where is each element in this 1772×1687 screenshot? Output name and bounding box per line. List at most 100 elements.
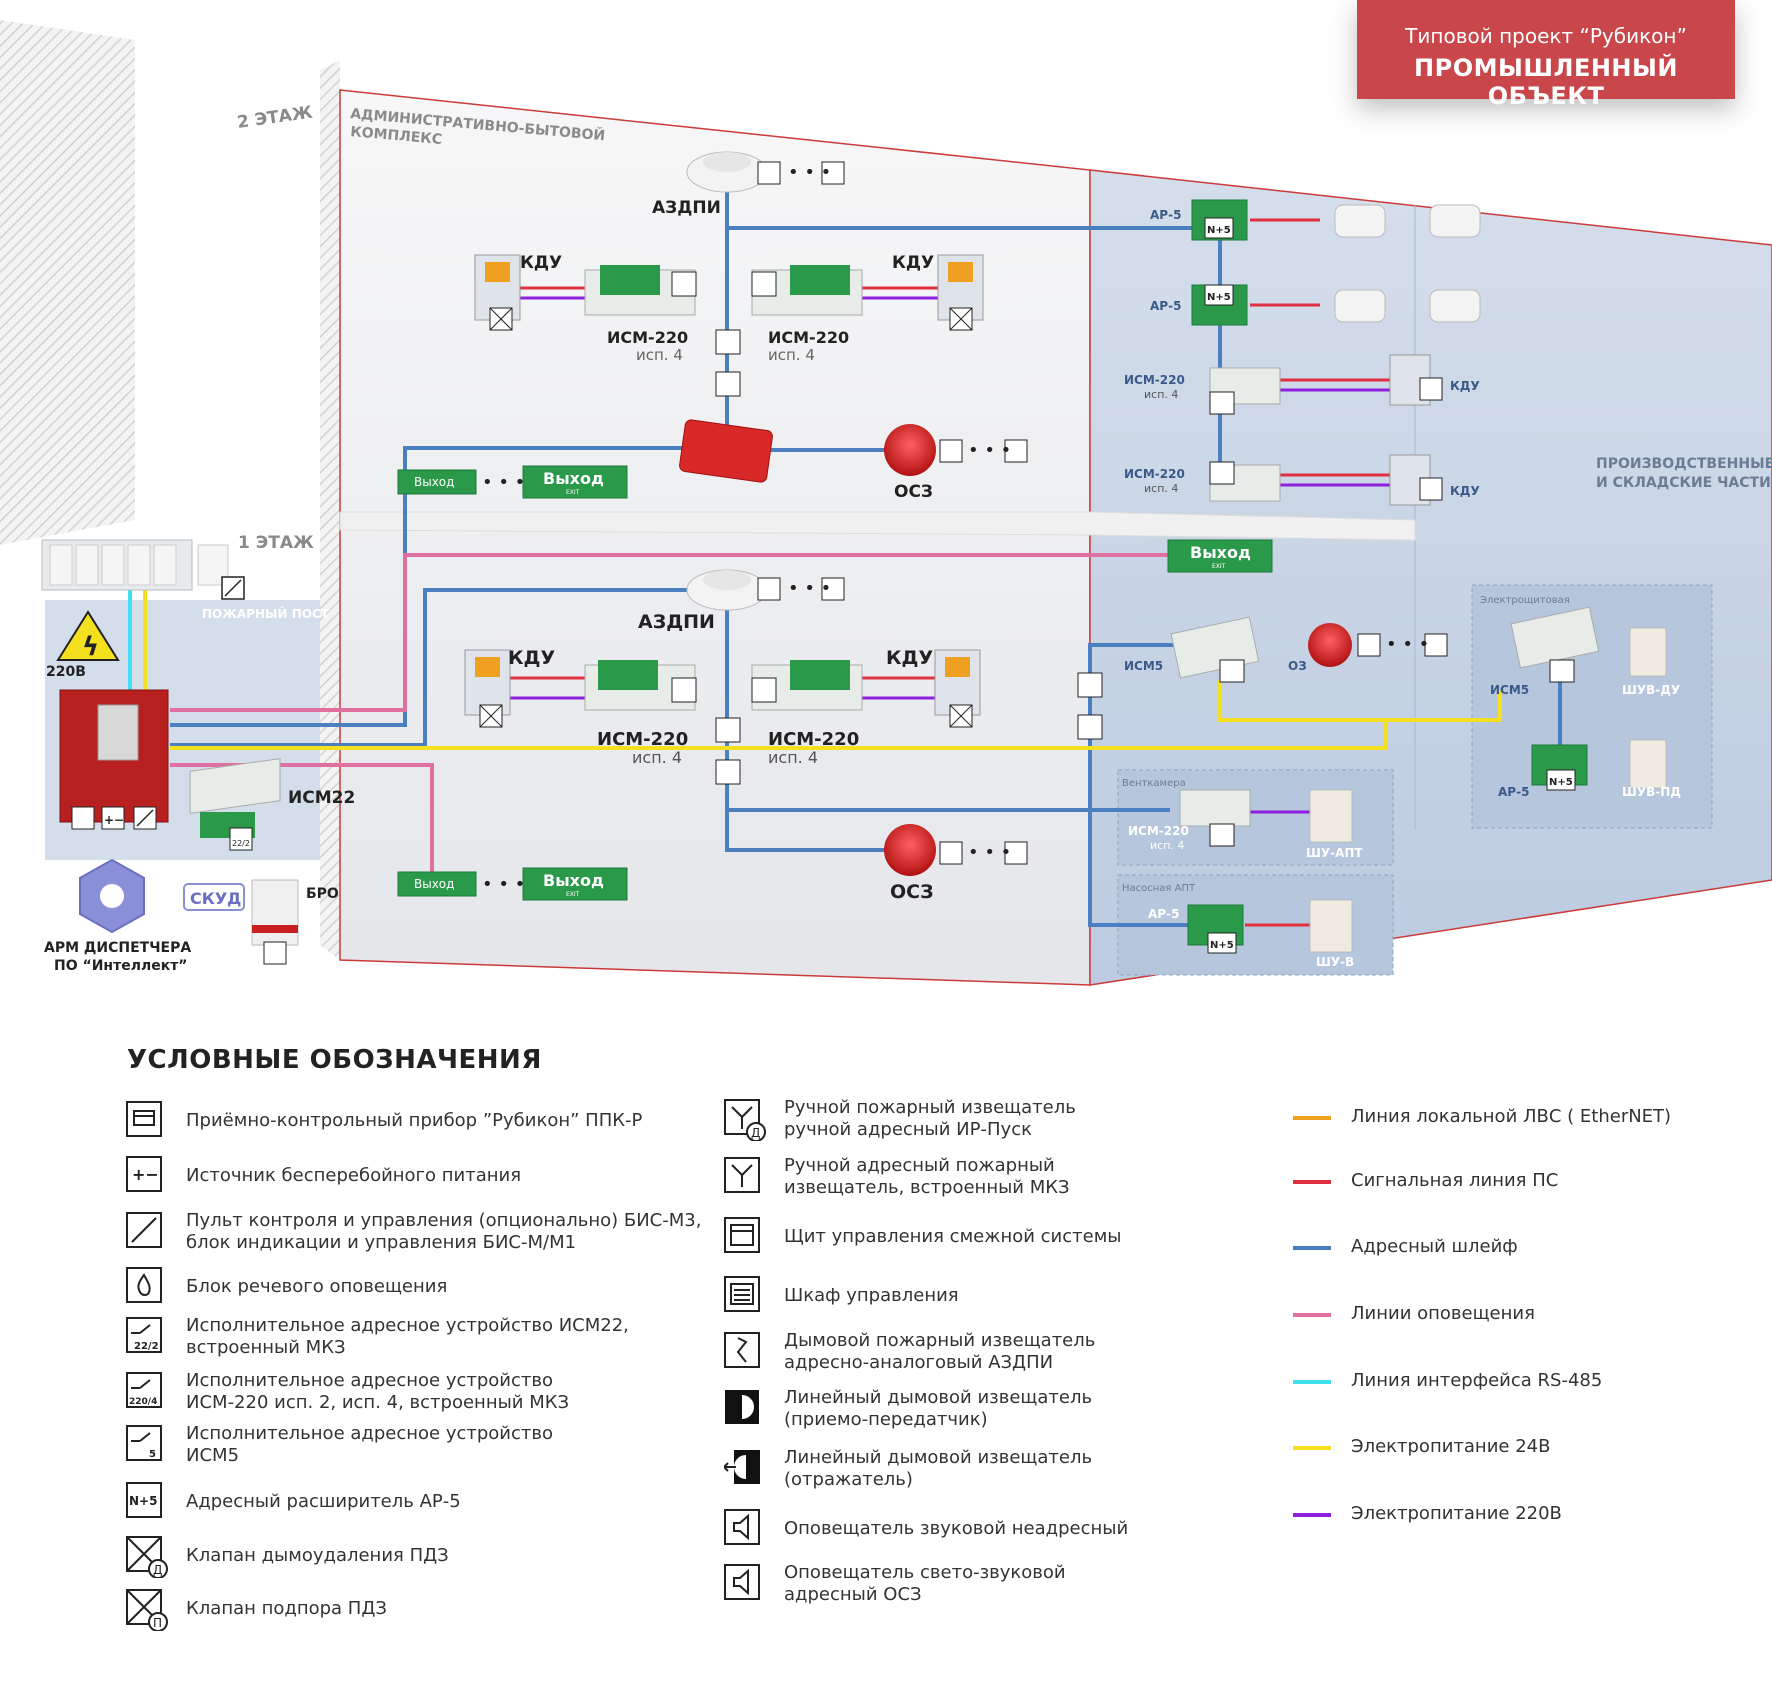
legend-label: Исполнительное адресное устройство ИСМ22… bbox=[186, 1315, 629, 1358]
legend-label: Блок речевого оповещения bbox=[186, 1276, 448, 1297]
line-label: Электропитание 24В bbox=[1351, 1436, 1551, 1457]
beam-reflector-icon bbox=[722, 1449, 762, 1487]
shu-v-cabinet bbox=[1309, 899, 1353, 953]
kdu-floor1-right bbox=[934, 649, 981, 728]
ar5-code-2: N+5 bbox=[1207, 292, 1231, 303]
voice-alarm-icon bbox=[126, 1267, 164, 1305]
legend-label: Линейный дымовой извещатель(приемо-перед… bbox=[784, 1387, 1093, 1430]
ar5-code-electro: N+5 bbox=[1549, 777, 1573, 788]
ism5-icon: 5 bbox=[126, 1425, 164, 1463]
arm-label-1: АРМ ДИСПЕТЧЕРА bbox=[44, 940, 191, 956]
ar5-electro bbox=[1531, 744, 1588, 791]
legend-label: Адресный расширитель АР-5 bbox=[186, 1491, 461, 1512]
azdpi-detector-floor1 bbox=[686, 569, 845, 611]
exit-small-text-prod: EXIT bbox=[1212, 563, 1226, 570]
kdu-label-f2-left: КДУ bbox=[520, 253, 562, 273]
exit-small-text-f2: EXIT bbox=[566, 489, 580, 496]
shu-apt-label: ШУ-АПТ bbox=[1306, 846, 1363, 860]
intellect-logo-core bbox=[100, 884, 124, 908]
sounder-icon-f2 bbox=[1004, 439, 1028, 463]
kdu-floor2-left bbox=[474, 254, 521, 331]
ar5-code-1: N+5 bbox=[1207, 225, 1231, 236]
address-loop-floor1-rooms bbox=[1088, 808, 1200, 927]
line-label: Линия локальной ЛВС ( EtherNET) bbox=[1351, 1106, 1672, 1127]
manual-call-start-f2 bbox=[715, 329, 741, 355]
ism5-electro bbox=[1510, 606, 1600, 683]
bro-stripe bbox=[252, 925, 298, 933]
beam-transceiver-2 bbox=[1334, 289, 1386, 323]
line-label: Электропитание 220В bbox=[1351, 1503, 1562, 1524]
dots-exit-f1: • • • bbox=[482, 874, 525, 895]
control-cabinet-icon bbox=[724, 1276, 762, 1314]
legend-label: Пульт контроля и управления (опционально… bbox=[186, 1210, 702, 1253]
exit-text-f2-small: Выход bbox=[414, 475, 454, 489]
ar5-prod-1 bbox=[1191, 199, 1248, 241]
bro-icon-map bbox=[263, 941, 287, 965]
svg-text:+−: +− bbox=[132, 1165, 159, 1184]
floor1-label: 1 ЭТАЖ bbox=[238, 533, 314, 553]
admin-label-2: КОМПЛЕКС bbox=[350, 124, 443, 148]
manual-call-icon bbox=[724, 1157, 762, 1195]
admin-left-wall bbox=[320, 60, 340, 960]
ism220-prod-2 bbox=[1209, 461, 1281, 502]
kdu-prod-1 bbox=[1389, 354, 1443, 406]
shuv-du-label: ШУВ-ДУ bbox=[1622, 683, 1680, 697]
ism220-label-f1-right: ИСМ-220 bbox=[768, 729, 859, 750]
azdpi-detector-floor2 bbox=[686, 151, 845, 193]
exit-sign-f2-big bbox=[522, 465, 628, 499]
exit-small-text-f1: EXIT bbox=[566, 891, 580, 898]
pump-room-label: Насосная АПТ bbox=[1122, 883, 1196, 894]
line-swatch bbox=[1293, 1513, 1331, 1517]
arm-label-2: ПО “Интеллект” bbox=[54, 958, 188, 974]
manual-call-f2 bbox=[715, 371, 741, 397]
kdu-label-f1-left: КДУ bbox=[508, 647, 555, 669]
exit-text-f1-small: Выход bbox=[414, 877, 454, 891]
smoke-detector-icon bbox=[724, 1332, 762, 1370]
prod-label-2: И СКЛАДСКИЕ ЧАСТИ bbox=[1596, 475, 1771, 491]
isp4-label-f1-left: исп. 4 bbox=[632, 748, 682, 767]
ups-icon: +− bbox=[126, 1156, 164, 1194]
legend-label: Оповещатель звуковой неадресный bbox=[784, 1518, 1129, 1539]
isp4-label-f2-left: исп. 4 bbox=[636, 346, 683, 364]
line-swatch bbox=[1293, 1180, 1331, 1184]
manual-call-f1 bbox=[715, 759, 741, 785]
dots-oz: • • • bbox=[1386, 634, 1429, 655]
fire-post-label: ПОЖАРНЫЙ ПОСТ bbox=[202, 606, 330, 621]
kdu-floor2-right bbox=[937, 254, 984, 331]
ism5-label-prod: ИСМ5 bbox=[1124, 659, 1163, 673]
line-label: Адресный шлейф bbox=[1351, 1236, 1518, 1257]
kdu-label-f1-right: КДУ bbox=[886, 647, 933, 669]
legend-label: Источник бесперебойного питания bbox=[186, 1165, 522, 1186]
beam-transceiver-icon bbox=[724, 1389, 762, 1427]
line-swatch bbox=[1293, 1313, 1331, 1317]
ar5-label-electro: АР-5 bbox=[1498, 785, 1529, 799]
svg-text:22/2: 22/2 bbox=[134, 1341, 159, 1352]
ar5-label-pump: АР-5 bbox=[1148, 907, 1179, 921]
oz-icon-1 bbox=[1357, 633, 1381, 657]
ism5-label-electro: ИСМ5 bbox=[1490, 683, 1529, 697]
svg-text:Д: Д bbox=[153, 1563, 162, 1577]
control-console-icon bbox=[126, 1212, 164, 1250]
dots-exit-f2: • • • bbox=[482, 472, 525, 493]
exit-text-prod: Выход bbox=[1190, 543, 1251, 562]
v220-label: 220В bbox=[46, 664, 86, 680]
skud-badge bbox=[183, 883, 245, 911]
svg-text:N+5: N+5 bbox=[129, 1494, 157, 1508]
ism220-label-f2-left: ИСМ-220 bbox=[607, 328, 688, 347]
ism220-floor2-right bbox=[751, 265, 863, 316]
floor-slab bbox=[339, 511, 1416, 541]
isp4-label-prod-2: исп. 4 bbox=[1144, 482, 1178, 495]
pressure-valve-icon: П bbox=[126, 1589, 168, 1632]
exit-sign-f1-big bbox=[522, 867, 628, 901]
manual-call-start-f1 bbox=[715, 717, 741, 743]
left-building-wall bbox=[0, 20, 135, 545]
legend-label: Клапан подпора ПДЗ bbox=[186, 1598, 387, 1619]
exit-text-f1-big: Выход bbox=[543, 871, 604, 890]
osz-label-f1: ОСЗ bbox=[890, 881, 934, 903]
floor2-label: 2 ЭТАЖ bbox=[236, 103, 314, 133]
ism220-label-f1-left: ИСМ-220 bbox=[597, 729, 688, 750]
osz-sounder-f1 bbox=[884, 824, 936, 876]
manual-call-prod bbox=[1077, 714, 1103, 740]
